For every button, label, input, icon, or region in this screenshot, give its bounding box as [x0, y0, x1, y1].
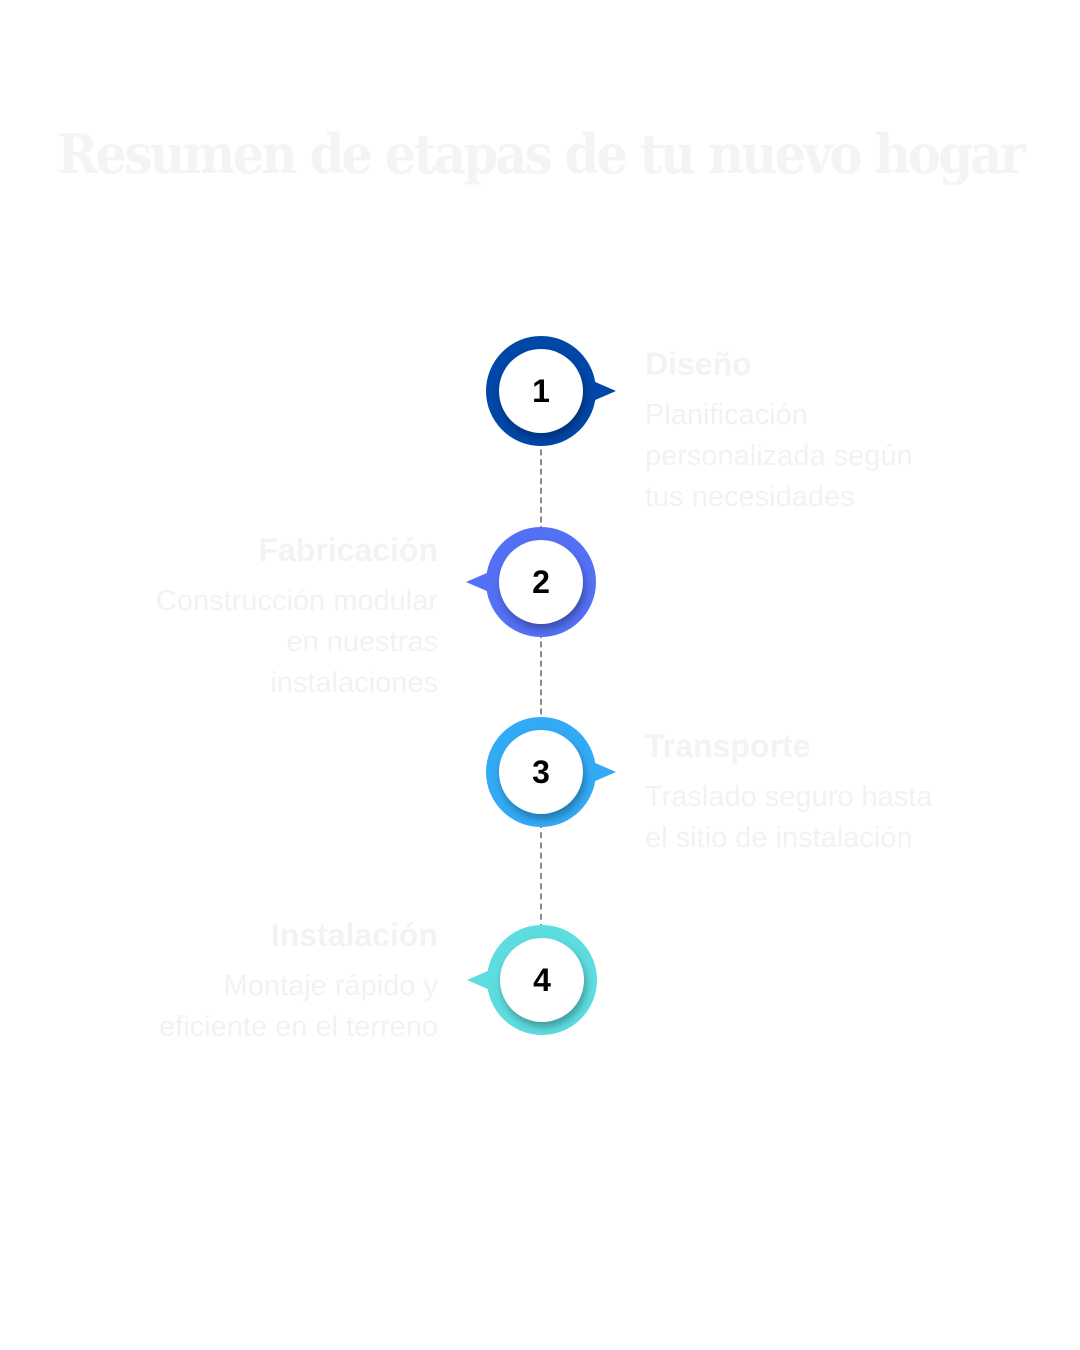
- step-1-text: Diseño Planificación personalizada según…: [645, 346, 945, 518]
- connector-line: [540, 822, 542, 930]
- pointer-right-icon: [586, 759, 616, 785]
- step-number: 2: [499, 540, 583, 624]
- step-1-marker: 1: [486, 336, 616, 446]
- step-number: 3: [499, 730, 583, 814]
- step-heading: Fabricación: [258, 532, 438, 568]
- step-3-marker: 3: [486, 717, 616, 827]
- step-4-marker: 4: [467, 925, 597, 1035]
- step-number: 1: [499, 349, 583, 433]
- step-heading: Diseño: [645, 346, 752, 382]
- step-2-text: Fabricación Construcción modular en nues…: [138, 532, 438, 704]
- pointer-right-icon: [586, 378, 616, 404]
- connector-line: [540, 632, 542, 724]
- step-description: Montaje rápido y eficiente en el terreno: [159, 970, 438, 1043]
- step-2-marker: 2: [466, 527, 596, 637]
- connector-line: [540, 440, 542, 532]
- step-description: Traslado seguro hasta el sitio de instal…: [645, 781, 933, 854]
- step-4-text: Instalación Montaje rápido y eficiente e…: [138, 917, 438, 1048]
- pointer-left-icon: [466, 569, 496, 595]
- step-3-text: Transporte Traslado seguro hasta el siti…: [645, 728, 945, 859]
- step-number: 4: [500, 938, 584, 1022]
- step-heading: Transporte: [645, 728, 811, 764]
- pointer-left-icon: [467, 967, 497, 993]
- step-heading: Instalación: [270, 917, 438, 953]
- step-description: Planificación personalizada según tus ne…: [645, 399, 913, 513]
- step-description: Construcción modular en nuestras instala…: [155, 585, 438, 699]
- page-title: Resumen de etapas de tu nuevo hogar: [56, 122, 1026, 186]
